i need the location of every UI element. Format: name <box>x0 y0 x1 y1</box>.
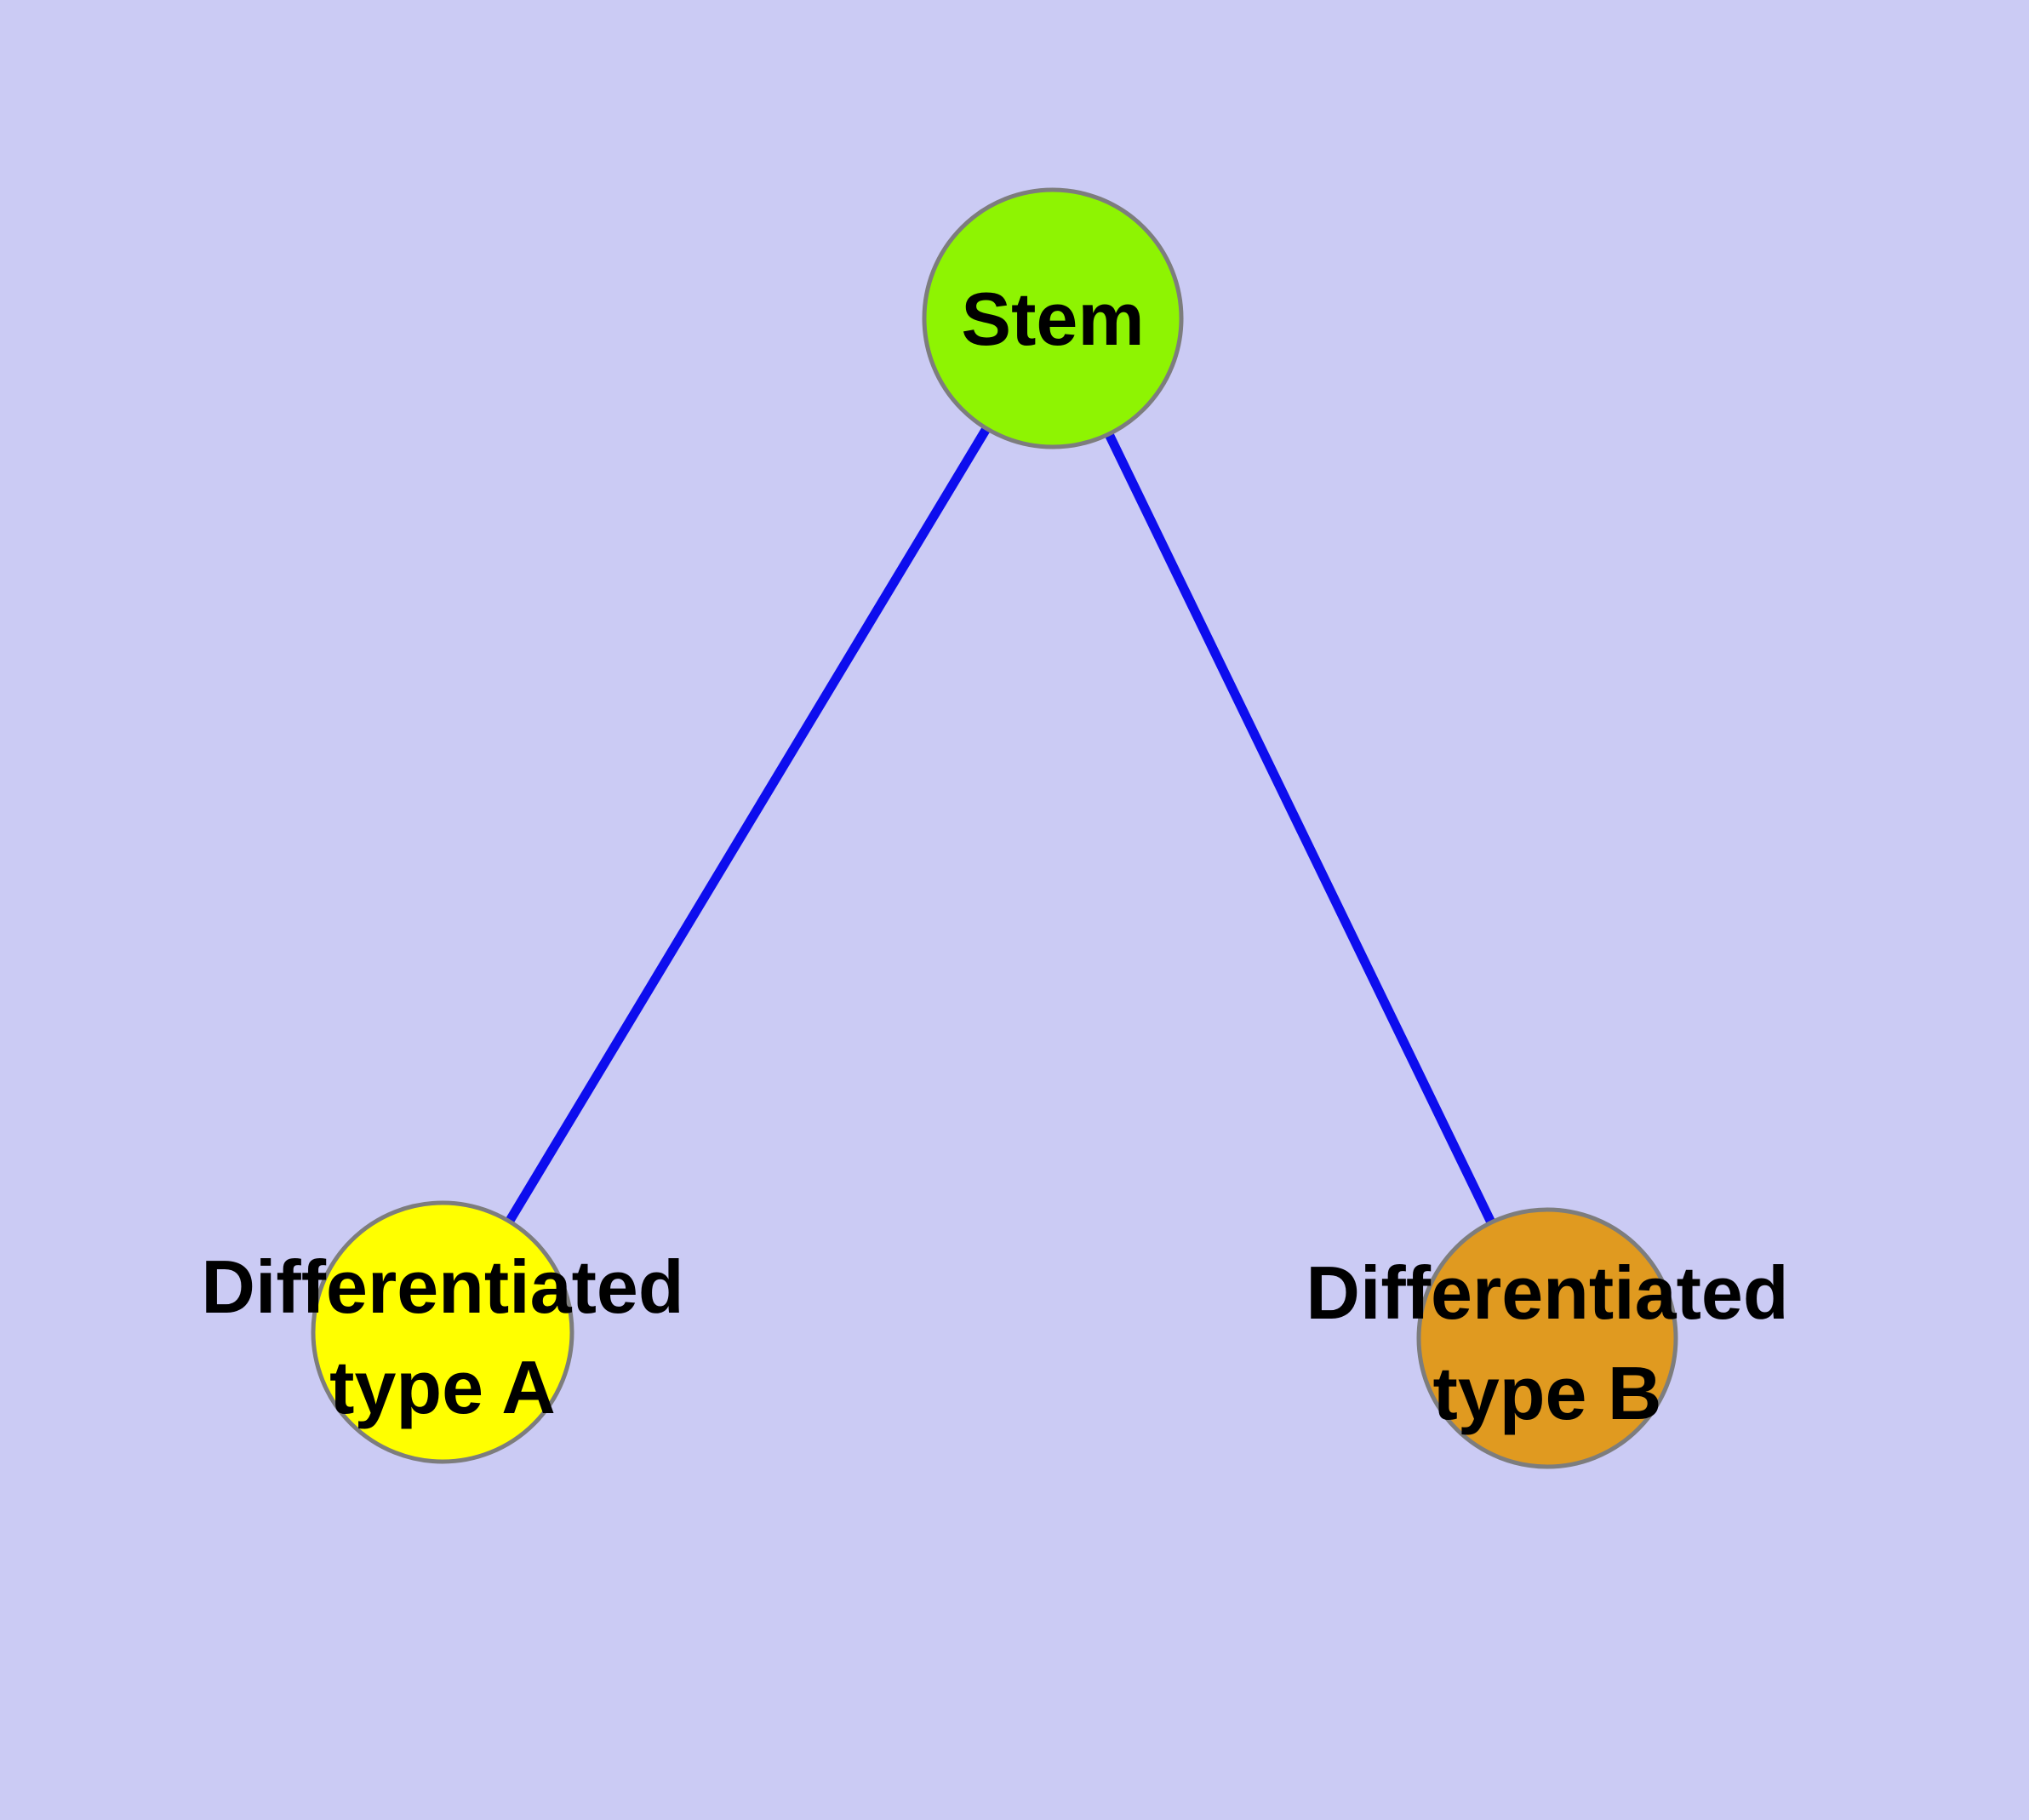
node-type-a-circle <box>311 1200 574 1464</box>
node-stem: Stem <box>922 187 1184 449</box>
node-type-b-label-line1: Differentiated <box>1306 1251 1788 1335</box>
node-stem-label: Stem <box>961 277 1144 361</box>
node-type-a-label-line1: Differentiated <box>201 1245 683 1329</box>
node-differentiated-type-b: Differentiated type B <box>1306 1207 1789 1469</box>
node-type-a-label-line2: type A <box>329 1345 556 1429</box>
node-stem-circle <box>922 187 1184 449</box>
node-type-b-label-line2: type B <box>1433 1351 1662 1435</box>
edge-stem-to-type-b <box>1049 316 1552 1341</box>
node-type-b-circle <box>1416 1207 1678 1469</box>
node-differentiated-type-a: Differentiated type A <box>201 1200 684 1464</box>
edge-stem-to-type-a <box>438 316 1057 1335</box>
